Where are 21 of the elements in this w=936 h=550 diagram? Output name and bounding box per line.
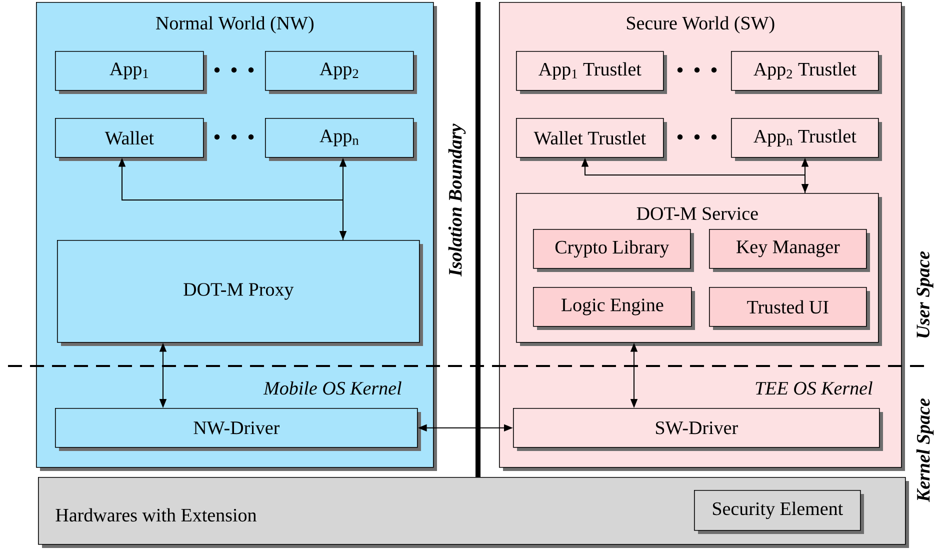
security-element-box: Security Element [694,490,864,534]
module-box: Crypto Library [533,229,694,272]
trustlet-box: App$_{2}$ Trustlet [731,51,882,94]
layer-label: TEE OS Kernel [756,381,872,395]
boundary-label: Isolation Boundary [448,124,466,276]
driver-box: NW-Driver [55,408,421,451]
driver-box: SW-Driver [513,408,883,451]
trustlet-box: App$_{1}$ Trustlet [516,51,667,94]
trustlet-box: App$_{n}$ Trustlet [731,118,882,161]
proxy-box: DOT-M Proxy [57,240,423,346]
app-box: App$_{1}$ [55,51,207,94]
module-box: Key Manager [709,229,870,272]
layer-label: Mobile OS Kernel [263,381,402,395]
trustlet-box: Wallet Trustlet [516,118,667,161]
module-box: Logic Engine [533,287,695,330]
layer-label: Kernel Space [916,398,934,502]
module-box: Trusted UI [709,287,870,330]
app-box: App$_{n}$ [265,118,417,161]
app-box: Wallet [55,118,207,161]
layer-label: User Space [916,251,934,338]
app-box: App$_{2}$ [265,51,417,94]
